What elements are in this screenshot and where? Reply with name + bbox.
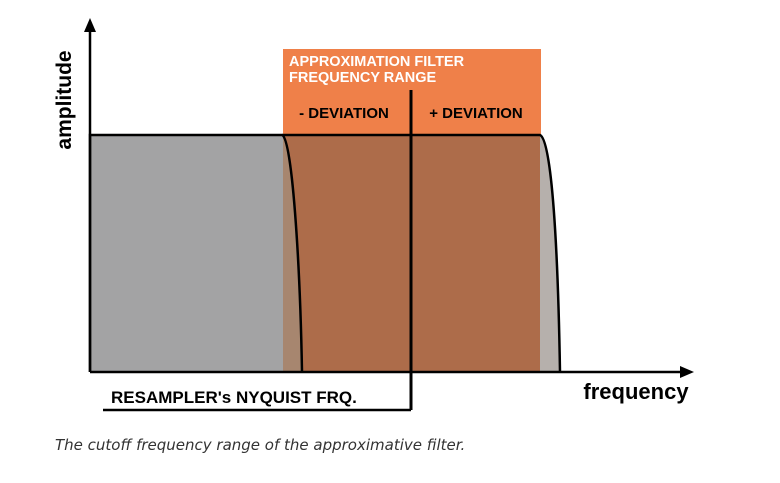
approx-range-title-line1: APPROXIMATION FILTER (289, 54, 465, 70)
filter-diagram: amplitude frequency APPROXIMATION FILTER… (53, 18, 694, 412)
y-axis-arrow (84, 18, 96, 32)
resampler-filter-area (90, 135, 302, 372)
plus-deviation-label: + DEVIATION (429, 105, 523, 122)
filter-band-overlap (283, 135, 302, 372)
approx-range-title-line2: FREQUENCY RANGE (289, 70, 436, 86)
y-axis-label: amplitude (53, 50, 76, 149)
approx-filter-curve (282, 133, 562, 373)
x-axis-arrow (680, 366, 694, 378)
x-axis-label: frequency (583, 379, 689, 404)
nyquist-label: RESAMPLER's NYQUIST FRQ. (111, 388, 357, 407)
approx-filter-tail (540, 135, 560, 372)
minus-deviation-label: - DEVIATION (299, 105, 389, 122)
figure-caption: The cutoff frequency range of the approx… (55, 436, 466, 454)
